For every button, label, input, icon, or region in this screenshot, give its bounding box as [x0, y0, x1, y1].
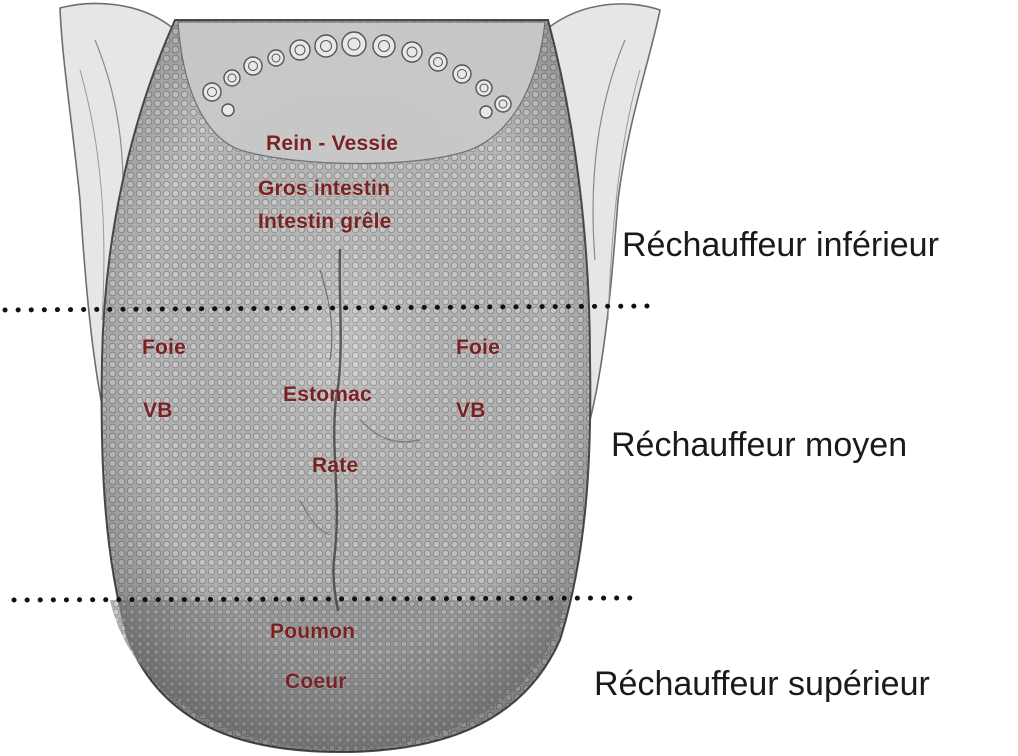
label-vb-right: VB	[456, 399, 486, 423]
label-foie-right: Foie	[456, 336, 500, 360]
label-coeur: Coeur	[285, 670, 347, 694]
label-foie-left: Foie	[142, 336, 186, 360]
zone-label-middle: Réchauffeur moyen	[611, 426, 907, 465]
label-rate: Rate	[312, 454, 358, 478]
label-gros-intestin: Gros intestin	[258, 177, 390, 201]
zone-label-lower: Réchauffeur inférieur	[622, 226, 939, 265]
label-vb-left: VB	[143, 399, 173, 423]
label-poumon: Poumon	[270, 620, 355, 644]
label-estomac: Estomac	[283, 383, 372, 407]
label-intestin-grele: Intestin grêle	[258, 210, 392, 234]
zone-label-upper: Réchauffeur supérieur	[594, 665, 930, 704]
label-rein-vessie: Rein - Vessie	[266, 132, 398, 156]
